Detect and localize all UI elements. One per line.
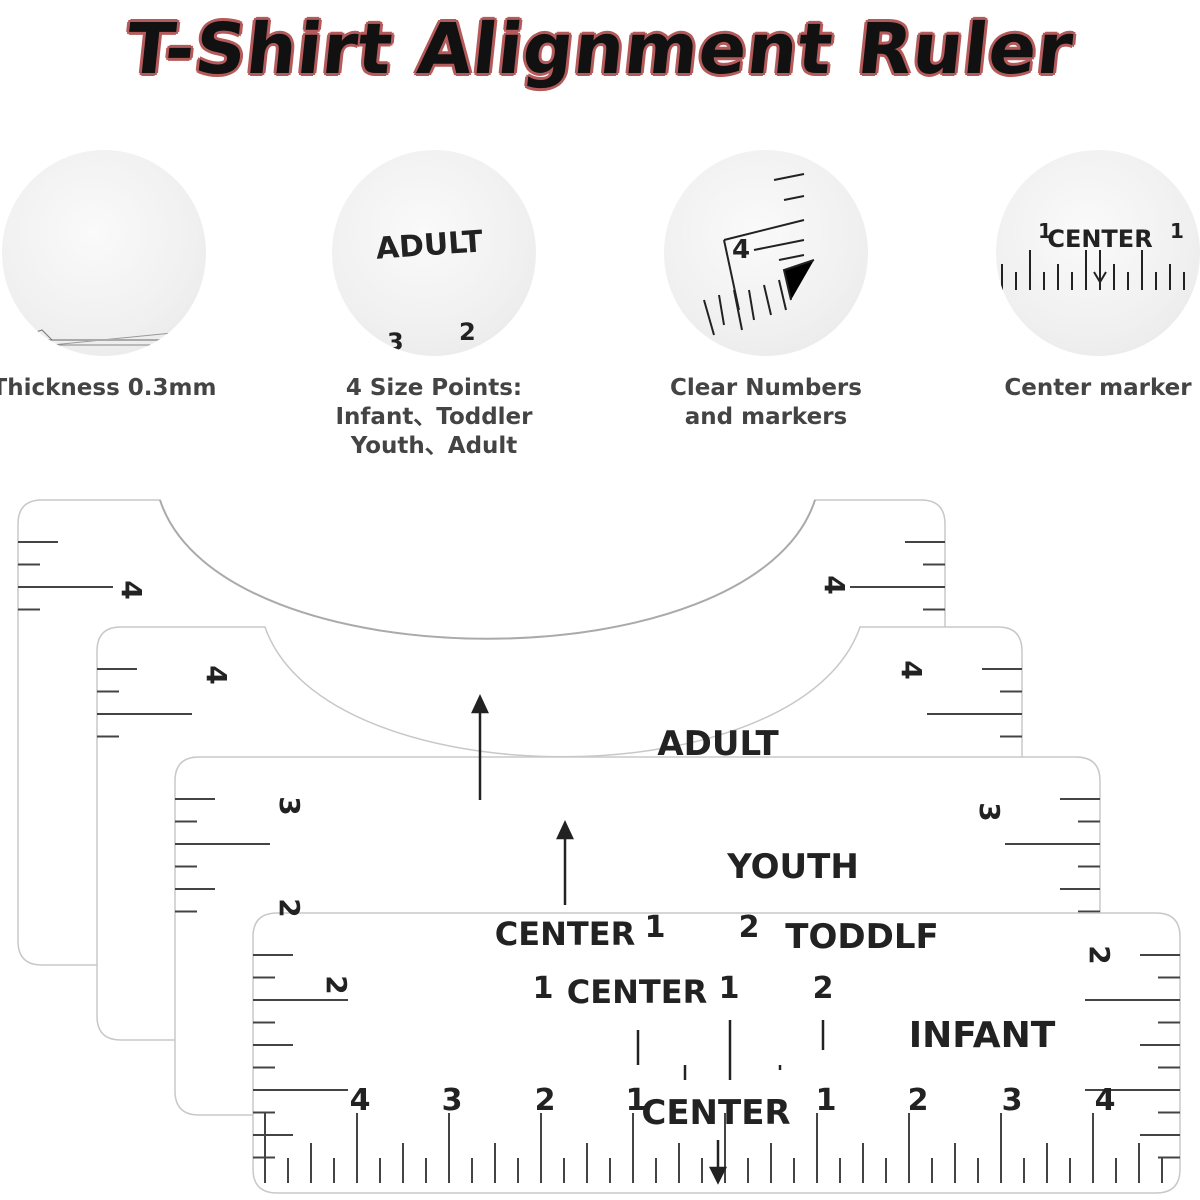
arrow-down-icon xyxy=(1093,250,1107,284)
size-points-photo: ADULT 3 2 xyxy=(332,150,536,356)
feature-center-marker: 1 CENTER 1 Center marker xyxy=(995,150,1200,403)
adult-label: ADULT xyxy=(657,724,779,764)
ruler-number: 2 xyxy=(908,1083,929,1118)
youth-label: YOUTH xyxy=(726,847,859,887)
ruler-number: 1 xyxy=(719,971,740,1006)
circle-text: 1 xyxy=(1170,219,1184,243)
ruler-side-number: 4 xyxy=(115,580,148,599)
toddler-label: TODDLF xyxy=(785,917,938,957)
center-marker-photo: 1 CENTER 1 xyxy=(996,150,1200,356)
ruler-side-number: 4 xyxy=(818,575,851,594)
ruler-side-number: 2 xyxy=(320,975,353,994)
circle-text: 4 xyxy=(732,235,750,265)
ruler-number: 2 xyxy=(739,910,760,945)
feature-thickness: Thickness 0.3mm xyxy=(0,150,216,403)
ruler-side-number: 4 xyxy=(895,660,928,679)
thickness-photo xyxy=(2,150,206,356)
ruler-number: 4 xyxy=(350,1083,371,1118)
ruler-side-number: 3 xyxy=(973,802,1006,821)
ruler-number: 1 xyxy=(533,971,554,1006)
arrow-up-icon xyxy=(471,694,489,714)
ruler-number: 3 xyxy=(442,1083,463,1118)
ruler-number: 2 xyxy=(813,971,834,1006)
infant-label: INFANT xyxy=(909,1015,1056,1056)
ruler-number: 1 xyxy=(816,1083,837,1118)
ruler-number: 2 xyxy=(535,1083,556,1118)
circle-text: 3 xyxy=(387,328,404,356)
ruler-side-number: 4 xyxy=(200,665,233,684)
circle-text: 2 xyxy=(459,318,476,346)
infant-plate xyxy=(252,912,1181,1194)
arrow-up-icon xyxy=(556,820,574,840)
center-label: CENTER xyxy=(641,1093,790,1133)
ruler-side-number: 3 xyxy=(273,796,306,815)
ruler-number: 4 xyxy=(1095,1083,1116,1118)
ruler-edge-illustration xyxy=(2,329,203,356)
ruler-side-number: 2 xyxy=(1083,945,1116,964)
circle-text: 1 xyxy=(1038,219,1052,243)
center-label: CENTER xyxy=(567,973,707,1011)
circle-text: ADULT xyxy=(375,224,485,266)
ruler-number: 1 xyxy=(626,1083,647,1118)
ruler-number: 3 xyxy=(1002,1083,1023,1118)
plate-outline xyxy=(252,912,1181,1194)
clear-numbers-photo: 4 xyxy=(664,150,868,356)
neck-curve xyxy=(159,499,816,640)
center-label: CENTER xyxy=(495,915,635,953)
feature-caption: Thickness 0.3mm xyxy=(0,375,217,401)
ruler-number: 1 xyxy=(645,910,666,945)
feature-caption: Center marker xyxy=(1004,375,1192,401)
ruler-side-number: 2 xyxy=(273,898,306,917)
arrow-down-icon xyxy=(708,1166,728,1185)
circle-text: CENTER xyxy=(1047,225,1152,253)
